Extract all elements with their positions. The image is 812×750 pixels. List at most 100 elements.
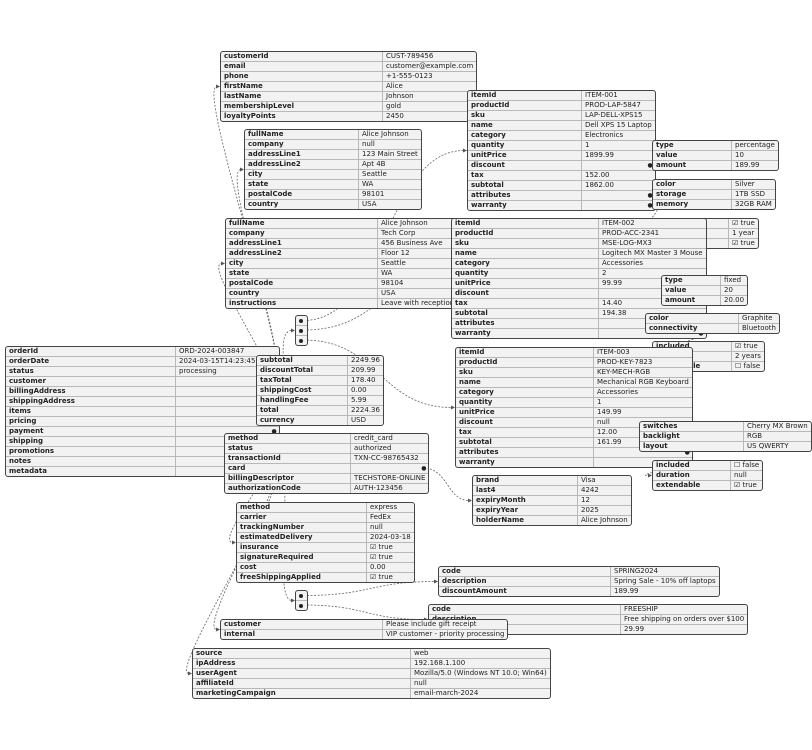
- node-row: pricing: [6, 416, 279, 426]
- field-key: productId: [452, 229, 599, 238]
- field-key: included: [653, 342, 732, 351]
- field-value: 1862.00: [585, 181, 614, 189]
- node-row: extendable☑ true: [653, 480, 763, 490]
- field-value: +1-555-0123: [386, 72, 433, 80]
- field-value: 20.00: [724, 296, 745, 304]
- field-value: 12.00: [597, 428, 618, 436]
- field-value: Mozilla/5.0 (Windows NT 10.0; Win64): [414, 669, 547, 677]
- field-value: USA: [362, 200, 377, 208]
- field-key: unitPrice: [456, 408, 594, 417]
- field-value: Accessories: [602, 259, 644, 267]
- field-value: Seattle: [362, 170, 387, 178]
- field-key: attributes: [456, 448, 594, 457]
- edge-arrowhead: [216, 627, 220, 632]
- field-key: quantity: [456, 398, 594, 407]
- field-key: metadata: [6, 467, 176, 476]
- field-value: 10: [735, 151, 744, 159]
- field-value: gold: [386, 102, 402, 110]
- field-value: 152.00: [585, 171, 610, 179]
- field-value: SPRING2024: [614, 567, 659, 575]
- field-value: 209.99: [351, 366, 376, 374]
- field-value: Spring Sale - 10% off laptops: [614, 577, 716, 585]
- field-value: PROD-ACC-2341: [602, 229, 660, 237]
- field-key: unitPrice: [468, 151, 582, 160]
- node-row: payment: [6, 426, 279, 436]
- field-value: credit_card: [354, 434, 393, 442]
- node-row: customer: [6, 376, 279, 386]
- field-key: currency: [257, 416, 348, 425]
- field-value: ☑ true: [370, 543, 393, 551]
- field-key: value: [653, 151, 732, 160]
- field-key: method: [225, 434, 351, 443]
- field-key: itemId: [456, 348, 594, 357]
- field-key: affiliateId: [193, 679, 411, 688]
- field-key: productId: [468, 101, 582, 110]
- field-value: 161.99: [597, 438, 622, 446]
- field-key: internal: [221, 630, 383, 639]
- field-key: shippingCost: [257, 386, 348, 395]
- field-key: discount: [452, 289, 599, 298]
- array-slot-dot: [296, 600, 307, 610]
- field-value: ☑ true: [370, 553, 393, 561]
- field-value: TXN-CC-98765432: [354, 454, 419, 462]
- field-key: category: [456, 388, 594, 397]
- field-key: postalCode: [226, 279, 378, 288]
- field-value: 1899.99: [585, 151, 614, 159]
- field-key: addressLine2: [226, 249, 378, 258]
- field-value: 2: [602, 269, 607, 277]
- field-key: duration: [653, 471, 731, 480]
- field-value: ORD-2024-003847: [179, 347, 245, 355]
- field-value: ITEM-001: [585, 91, 618, 99]
- link-dot: [594, 448, 692, 457]
- field-key: attributes: [452, 319, 599, 328]
- node-row: phone+1-555-0123: [221, 71, 477, 81]
- field-key: amount: [653, 161, 732, 170]
- field-value: 4242: [581, 486, 599, 494]
- field-key: signatureRequired: [237, 553, 367, 562]
- field-key: authorizationCode: [225, 484, 351, 493]
- field-value: FedEx: [370, 513, 391, 521]
- field-key: country: [226, 289, 378, 298]
- field-value: ☐ false: [735, 362, 761, 370]
- field-key: sku: [468, 111, 582, 120]
- node-row: items: [6, 406, 279, 416]
- field-key: total: [257, 406, 348, 415]
- field-value: ITEM-002: [602, 219, 635, 227]
- field-key: promotions: [6, 447, 176, 456]
- field-key: subtotal: [452, 309, 599, 318]
- field-key: attributes: [468, 191, 582, 200]
- field-key: itemId: [468, 91, 582, 100]
- field-key: holderName: [473, 516, 578, 525]
